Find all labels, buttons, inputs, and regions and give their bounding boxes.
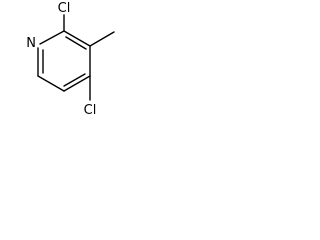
atom-label-nitrogen: N bbox=[26, 36, 36, 51]
bond-c4-c5-inner bbox=[63, 73, 86, 87]
atom-label-chlorine-bottom: Cl bbox=[84, 103, 97, 118]
bond-c3-methyl bbox=[89, 31, 115, 47]
atom-label-chlorine-top: Cl bbox=[58, 1, 71, 16]
bond-c2-c3 bbox=[63, 30, 91, 47]
bond-n1-c2 bbox=[39, 30, 65, 45]
molecule-structure: N Cl Cl bbox=[26, 1, 115, 118]
bond-c4-c5 bbox=[63, 75, 91, 92]
bond-c2-c3-inner bbox=[65, 36, 87, 50]
bond-c5-c6 bbox=[37, 75, 65, 92]
